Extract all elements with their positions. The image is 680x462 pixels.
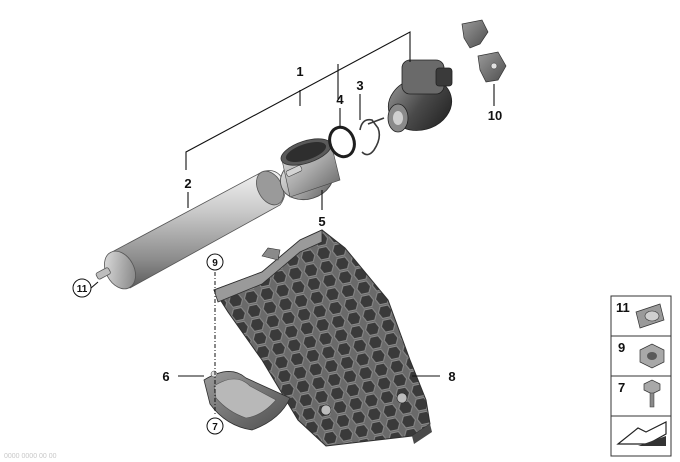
legend-label-11: 11 (616, 300, 630, 315)
callout-11: 11 (77, 284, 88, 295)
callout-1: 1 (296, 64, 303, 79)
callout-11-circle: 11 (72, 278, 92, 298)
callout-7: 7 (212, 422, 218, 433)
clip-nut-icon (635, 303, 665, 329)
callout-6: 6 (162, 369, 169, 384)
callout-10: 10 (488, 108, 502, 123)
callout-5: 5 (318, 214, 325, 229)
o-ring (328, 125, 356, 159)
direction-arrow-icon (616, 421, 667, 446)
callout-3: 3 (356, 78, 363, 93)
legend-label-9: 9 (618, 340, 625, 355)
callout-9: 9 (212, 258, 218, 269)
retaining-clip (359, 117, 385, 156)
hex-nut-icon (639, 343, 665, 369)
fuel-filter (95, 170, 286, 290)
lower-strap (203, 370, 291, 431)
callout-8: 8 (448, 369, 455, 384)
filter-carrier (213, 229, 432, 447)
callout-11-leader (90, 281, 99, 289)
legend-panel: 11 9 7 (610, 295, 672, 457)
clamping-band (280, 138, 341, 201)
watermark-text: 0000 0000 00 00 (4, 453, 57, 460)
leader-lines (178, 31, 495, 416)
callout-4: 4 (336, 92, 344, 107)
callout-7-circle: 7 (206, 417, 224, 435)
bracket-part-10 (461, 19, 507, 83)
callout-9-circle: 9 (206, 253, 224, 271)
callout-2: 2 (184, 176, 191, 191)
filter-heater (387, 59, 453, 133)
bolt-icon (643, 379, 661, 408)
legend-label-7: 7 (618, 380, 625, 395)
legend-box-7 (610, 375, 672, 417)
